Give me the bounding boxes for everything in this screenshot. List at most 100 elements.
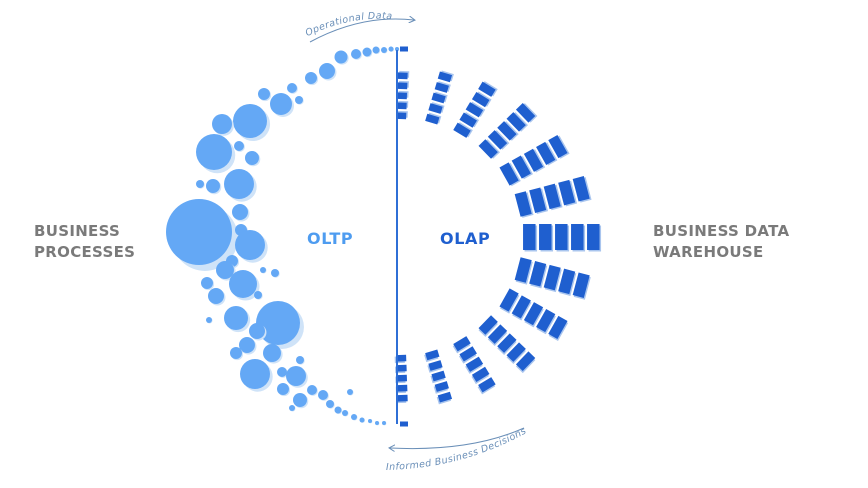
olap-block [558,268,577,296]
oltp-bubble [326,400,334,408]
olap-block [465,356,484,374]
oltp-bubble [224,306,248,330]
olap-block [572,176,592,203]
olap-block [397,70,410,80]
olap-block [452,336,471,354]
olap-block [529,261,548,289]
olap-block [523,302,544,328]
oltp-bubble [240,359,270,389]
oltp-bubble [362,47,372,57]
olap-block [431,91,448,104]
oltp-bubble [388,46,394,52]
oltp-bubble [295,96,303,104]
olap-block [478,81,498,97]
oltp-bubble [201,277,213,289]
olap-block [543,264,562,293]
olap-block [523,148,546,173]
olap-block [539,224,554,252]
olap-block [436,391,453,405]
oltp-bubble [381,47,387,53]
olap-block [511,295,532,321]
operational-data-arrow [309,19,414,43]
olap-block [506,342,526,364]
oltp-bubble [260,267,266,273]
oltp-bubble [359,417,365,423]
oltp-bubble [254,291,262,299]
olap-block [424,349,440,363]
oltp-bubble [263,344,281,362]
oltp-bubble [351,414,357,420]
olap-block [515,103,538,123]
oltp-bubble [216,261,234,279]
oltp-bubble [212,114,232,134]
olap-block-cap [400,46,408,52]
operational-data-label: Operational Data [304,11,393,39]
business-data-warehouse-label: BUSINESS DATA WAREHOUSE [653,221,789,263]
oltp-bubble [296,356,304,364]
informed-decisions-label: Informed Business Decisions [386,426,529,473]
olap-block [471,366,490,385]
oltp-bubble [166,199,232,265]
oltp-bubble [287,83,297,93]
olap-block [396,100,409,110]
olap-block [478,139,500,159]
olap-block [514,191,534,218]
olap-block [548,135,570,159]
oltp-bubble [307,385,317,395]
oltp-bubble [233,104,267,138]
oltp-bubble [347,389,353,395]
oltp-bubble [342,410,348,416]
oltp-bubble [196,180,204,188]
oltp-bubble [277,367,287,377]
olap-blocks [394,46,602,427]
oltp-bubble [206,179,220,193]
olap-block [471,91,492,108]
olap-block [428,102,445,114]
olap-block [425,112,442,125]
olap-block [497,333,517,355]
oltp-bubble [382,421,386,425]
olap-block [497,121,519,141]
olap-block [523,224,538,252]
olap-block [397,80,409,90]
olap-block [477,377,496,395]
olap-block [437,70,454,83]
olap-block [536,309,556,335]
oltp-bubble [286,366,306,386]
oltp-bubble [319,63,335,79]
oltp-bubble [368,419,372,423]
business-data-warehouse-line-2: WAREHOUSE [653,243,764,261]
olap-block [572,272,591,300]
olap-block [499,288,520,314]
oltp-bubble [270,93,292,115]
olap-block [458,346,477,364]
olap-block [478,315,498,337]
olap-block [543,183,563,211]
olap-block [555,224,570,252]
oltp-bubble [234,141,244,151]
oltp-bubble [256,301,300,345]
oltp-bubble [230,347,242,359]
olap-block [453,122,473,138]
oltp-bubble [318,390,328,400]
oltp-label: OLTP [307,229,354,248]
oltp-bubble [334,406,342,414]
olap-block [487,324,508,346]
oltp-bubble [196,134,232,170]
olap-block [465,101,486,118]
olap-block [506,112,528,132]
olap-label: OLAP [440,229,491,248]
oltp-bubble [271,269,279,277]
informed-decisions-arrow [390,427,525,449]
oltp-bubble [293,393,307,407]
oltp-bubble [372,46,380,54]
olap-block [434,81,451,93]
oltp-bubble [245,151,259,165]
olap-block [427,360,443,373]
olap-block [395,384,408,394]
business-processes-line-1: BUSINESS [34,222,121,240]
oltp-bubble [258,88,270,100]
olap-block [548,315,569,342]
olap-block [587,224,602,252]
